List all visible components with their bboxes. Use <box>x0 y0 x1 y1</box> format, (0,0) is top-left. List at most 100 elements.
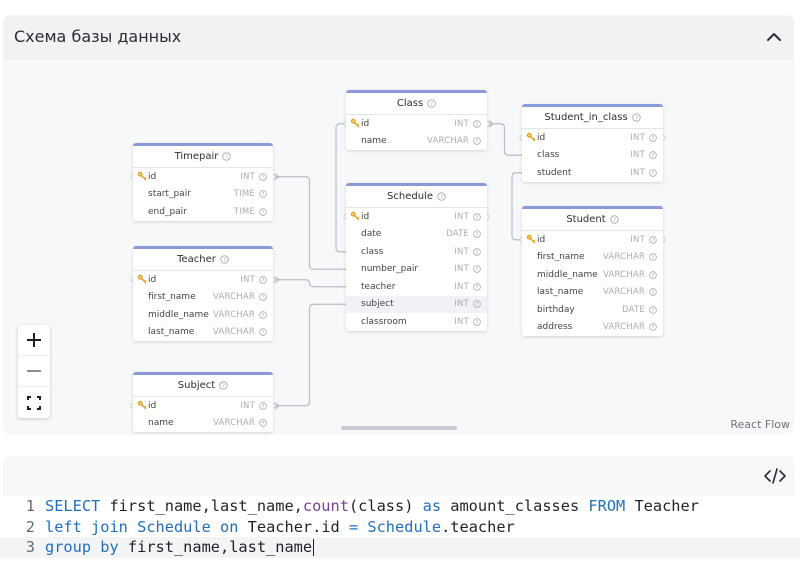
zoom-out-button[interactable] <box>18 356 50 387</box>
help-icon: ? <box>437 192 446 201</box>
table-header[interactable]: Teacher? <box>133 249 273 271</box>
help-icon: ? <box>473 265 481 273</box>
horizontal-scrollbar[interactable] <box>341 426 457 430</box>
svg-text:?: ? <box>476 215 479 221</box>
table-header[interactable]: Student? <box>522 209 663 231</box>
svg-text:?: ? <box>262 421 265 427</box>
svg-text:?: ? <box>652 290 655 296</box>
help-icon: ? <box>649 253 657 261</box>
fit-view-button[interactable] <box>18 387 50 418</box>
svg-text:?: ? <box>262 278 265 284</box>
code-token <box>358 518 367 536</box>
svg-text:?: ? <box>476 139 479 145</box>
field-name: last_name <box>148 327 195 338</box>
zoom-in-button[interactable] <box>18 325 50 356</box>
svg-text:?: ? <box>430 102 433 108</box>
table-header[interactable]: Student_in_class? <box>522 107 663 129</box>
collapse-button[interactable] <box>764 27 784 47</box>
panel-title: Схема базы данных <box>14 27 182 46</box>
svg-text:?: ? <box>652 153 655 159</box>
relation-edge[interactable] <box>273 303 346 407</box>
relation-edge[interactable] <box>335 123 346 253</box>
code-view-button[interactable] <box>764 467 786 485</box>
table-header[interactable]: Timepair? <box>133 146 273 168</box>
fit-view-icon <box>27 395 41 410</box>
field-type: VARCHAR <box>212 418 255 429</box>
field-type: INT <box>454 211 469 222</box>
svg-text:?: ? <box>262 313 265 319</box>
help-icon: ? <box>259 276 267 284</box>
help-icon: ? <box>649 134 657 142</box>
relation-edge[interactable] <box>273 176 346 270</box>
help-icon: ? <box>473 120 481 128</box>
table-header[interactable]: Class? <box>346 93 487 115</box>
relation-edge[interactable] <box>273 279 346 288</box>
field-name: first_name <box>537 252 585 263</box>
editor-toolbar <box>3 456 794 496</box>
help-icon: ? <box>649 306 657 314</box>
field-type: INT <box>240 274 255 285</box>
relation-edge[interactable] <box>511 172 522 241</box>
text-cursor <box>313 539 315 556</box>
help-icon: ? <box>649 236 657 244</box>
field-type: VARCHAR <box>212 309 255 320</box>
zoom-controls <box>18 325 50 418</box>
code-token: on <box>220 517 239 536</box>
code-token: count <box>302 497 349 515</box>
react-flow-attribution[interactable]: React Flow <box>730 418 790 431</box>
field-name: id <box>537 132 546 143</box>
line-number: 1 <box>25 497 35 515</box>
svg-text:?: ? <box>225 155 228 161</box>
svg-text:?: ? <box>222 384 225 390</box>
table-header[interactable]: Subject? <box>133 375 273 397</box>
minus-icon <box>27 370 41 372</box>
panel-header[interactable]: Схема базы данных <box>3 15 794 60</box>
relation-edge[interactable] <box>487 123 522 156</box>
table-header[interactable]: Schedule? <box>346 186 487 208</box>
help-icon: ? <box>473 283 481 291</box>
field-name: name <box>361 136 387 147</box>
primary-key-icon <box>137 171 147 181</box>
field-type: INT <box>240 171 255 182</box>
svg-text:?: ? <box>652 238 655 244</box>
